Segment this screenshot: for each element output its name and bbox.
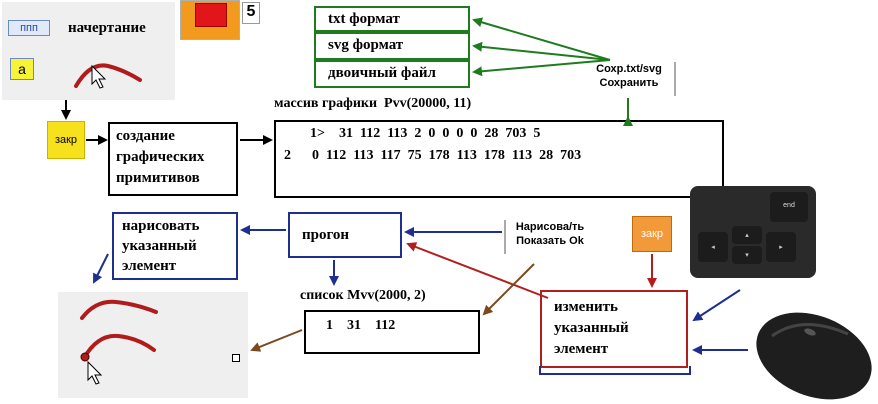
stroke-sample xyxy=(74,63,142,88)
arrow-draw-to-canvas xyxy=(93,253,109,284)
arrow-keyboard-to-change xyxy=(692,289,741,322)
draw-element-box: нарисовать указанный элемент xyxy=(112,212,238,280)
color-swatch-inner xyxy=(195,3,227,27)
list-title: список Mvv(2000, 2) xyxy=(300,288,426,303)
save-label-2: Сохранить xyxy=(599,77,659,89)
close-button-2[interactable]: закр xyxy=(632,216,672,252)
array-row-1: 1> 31 112 113 2 0 0 0 0 28 703 5 xyxy=(310,126,541,141)
draw-line-1: нарисовать xyxy=(122,218,200,234)
create-primitives-box: создание графических примитивов xyxy=(108,122,238,196)
ppp-button[interactable]: ппп xyxy=(8,20,50,36)
mouse-image xyxy=(752,306,876,402)
color-number: 5 xyxy=(242,2,260,24)
arrow-left-key: ◂ xyxy=(698,232,728,262)
draw-show-button[interactable]: Нарисова/ть Показать Ok xyxy=(504,220,594,254)
create-line-1: создание xyxy=(116,128,175,144)
draw-line-2: указанный xyxy=(122,238,197,254)
change-line-2: указанный xyxy=(554,320,629,336)
style-panel xyxy=(2,2,175,100)
change-line-1: изменить xyxy=(554,299,618,315)
arrow-right-key: ▸ xyxy=(766,232,796,262)
arrow-down-key: ▾ xyxy=(732,246,762,264)
array-title: массив графики Pvv(20000, 11) xyxy=(274,96,472,111)
arrow-save-to-txt xyxy=(472,17,611,61)
save-label-1: Сохр.txt/svg xyxy=(596,63,662,75)
color-swatch[interactable] xyxy=(180,0,240,40)
change-line-3: элемент xyxy=(554,341,609,357)
create-line-2: графических xyxy=(116,149,205,165)
arrow-up-key: ▴ xyxy=(732,226,762,244)
canvas-cursor-icon xyxy=(87,360,103,385)
run-box: прогон xyxy=(288,212,402,258)
draw-show-label-2: Показать Ok xyxy=(516,235,584,247)
format-svg: svg формат xyxy=(314,32,470,60)
arrow-drawbtn-to-list xyxy=(482,263,535,316)
arrow-save-to-binary xyxy=(472,59,611,77)
end-key: end xyxy=(770,192,808,222)
change-element-box: изменить указанный элемент xyxy=(540,290,688,368)
array-row-2: 2 0 112 113 117 75 178 113 178 113 28 70… xyxy=(284,148,582,163)
arrow-list-to-canvas xyxy=(250,329,303,352)
arrow-save-to-svg xyxy=(472,41,611,61)
a-button[interactable]: a xyxy=(10,58,34,80)
arrow-change-loop xyxy=(539,366,691,375)
list-box: 1 31 112 xyxy=(304,310,480,354)
save-button[interactable]: Сохр.txt/svg Сохранить xyxy=(584,62,676,96)
style-label: начертание xyxy=(68,20,146,36)
format-txt: txt формат xyxy=(314,6,470,32)
format-binary: двоичный файл xyxy=(314,60,470,88)
canvas-stroke-1 xyxy=(80,299,158,320)
draw-line-3: элемент xyxy=(122,258,177,274)
keyboard-image: end ◂ ▴ ▾ ▸ xyxy=(690,186,816,278)
canvas-stroke-2 xyxy=(82,333,156,360)
selected-point xyxy=(80,352,90,362)
draw-show-label-1: Нарисова/ть xyxy=(515,221,585,233)
array-box: 1> 31 112 113 2 0 0 0 0 28 703 5 2 0 112… xyxy=(274,120,724,198)
cursor-icon xyxy=(91,64,107,89)
close-button[interactable]: закр xyxy=(47,121,85,159)
create-line-3: примитивов xyxy=(116,170,200,186)
arrow-change-to-run xyxy=(406,242,549,299)
resize-handle[interactable] xyxy=(232,354,240,362)
